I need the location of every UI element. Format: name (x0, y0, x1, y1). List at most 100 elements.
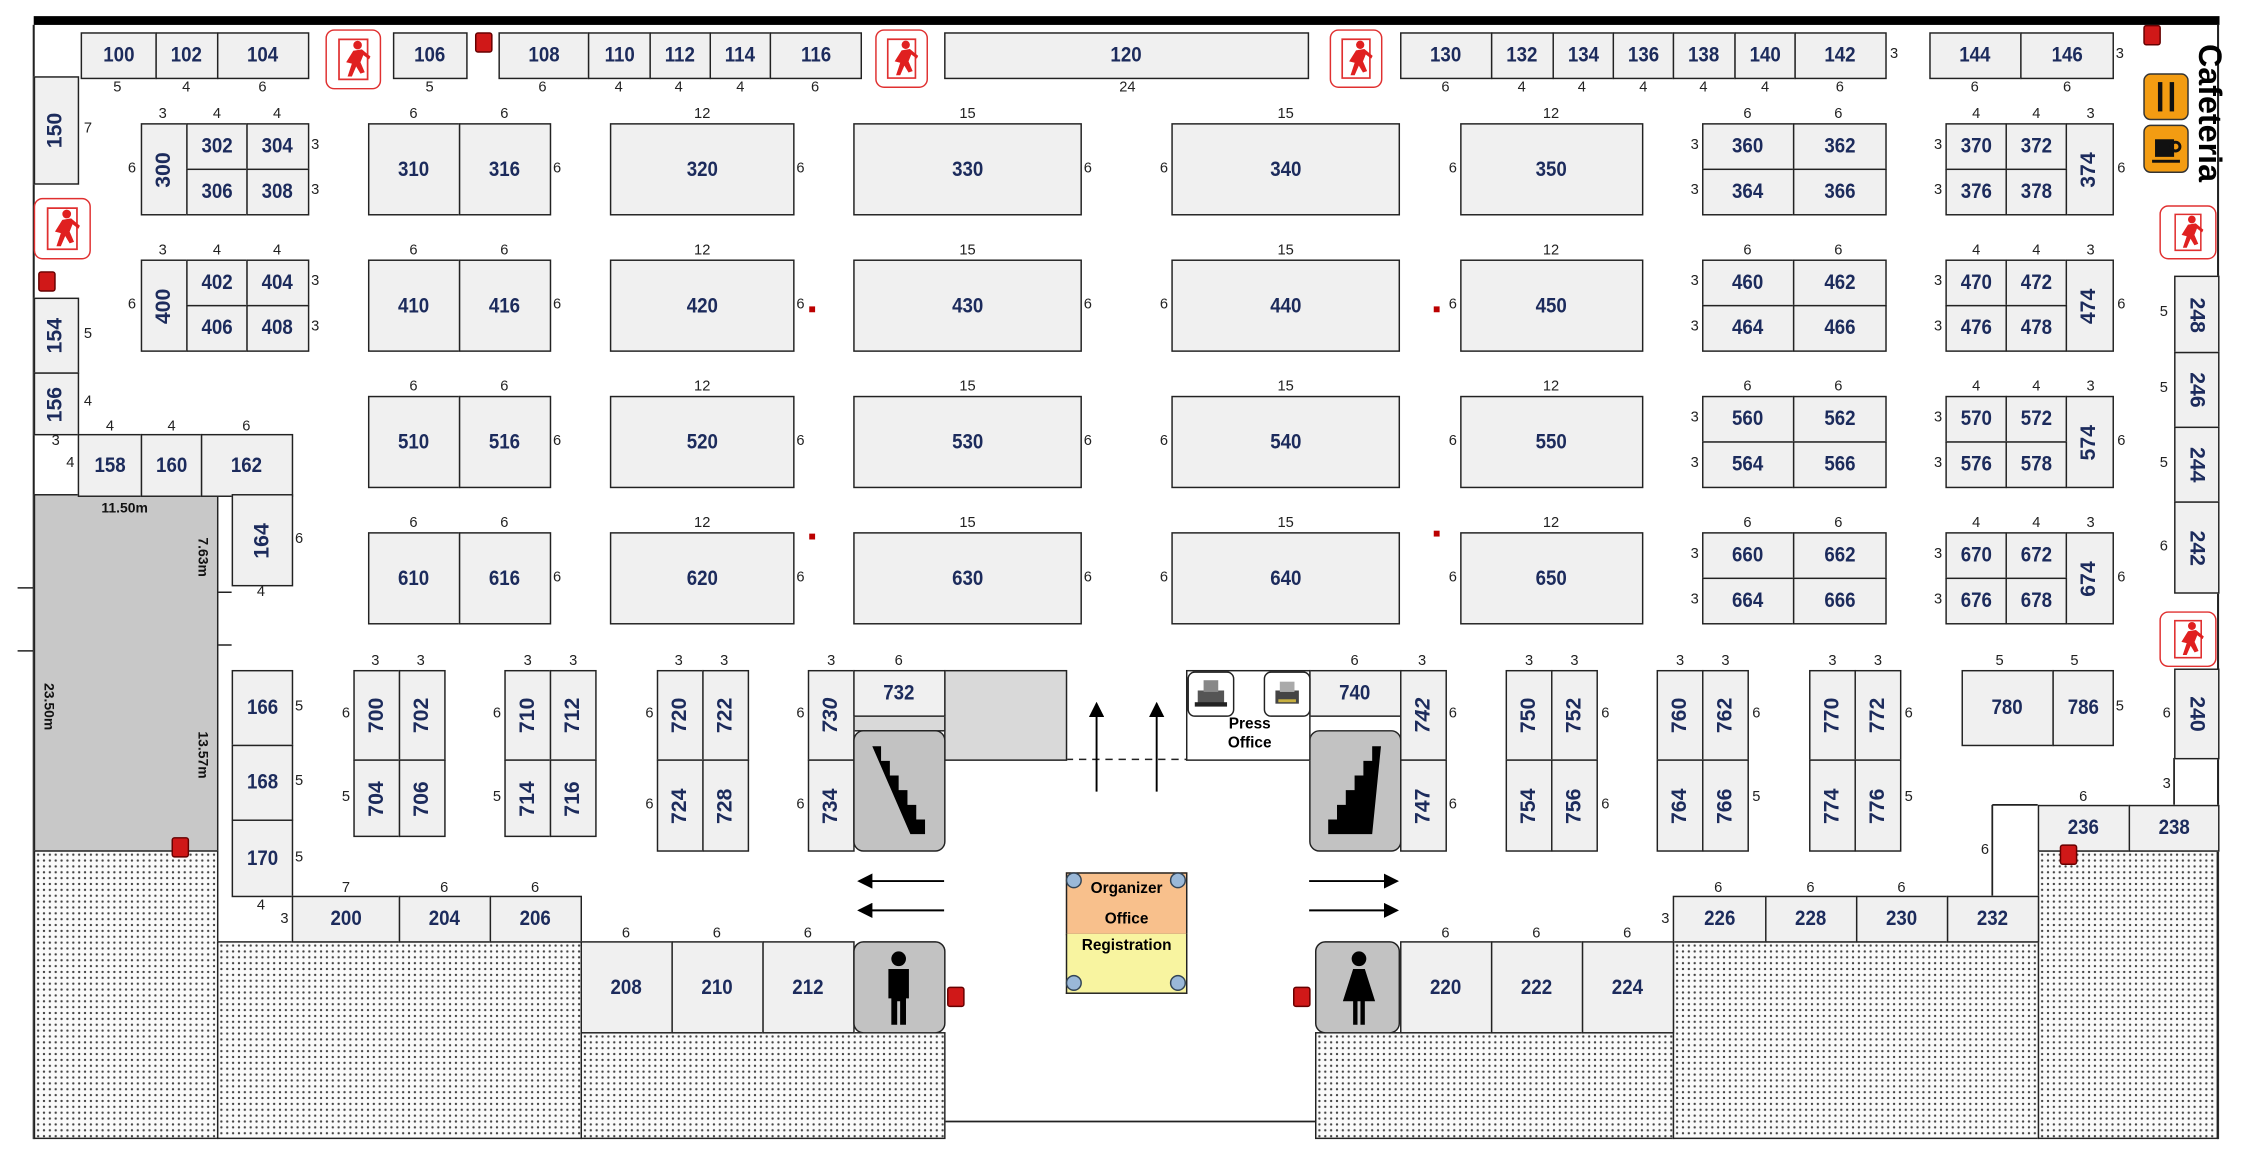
booth-570[interactable]: 570 (1945, 395, 2007, 443)
booth-476[interactable]: 476 (1945, 304, 2007, 352)
booth-752[interactable]: 752 (1551, 669, 1598, 761)
booth-722[interactable]: 722 (702, 669, 750, 761)
booth-106[interactable]: 106 (392, 32, 468, 80)
booth-706[interactable]: 706 (398, 759, 446, 838)
booth-776[interactable]: 776 (1854, 759, 1902, 852)
booth-678[interactable]: 678 (2005, 577, 2068, 625)
booth-224[interactable]: 224 (1581, 941, 1675, 1034)
booth-306[interactable]: 306 (186, 168, 248, 216)
booth-160[interactable]: 160 (140, 433, 203, 497)
booth-146[interactable]: 146 (2020, 32, 2114, 80)
booth-460[interactable]: 460 (1702, 259, 1795, 307)
booth-666[interactable]: 666 (1792, 577, 1887, 625)
booth-572[interactable]: 572 (2005, 395, 2068, 443)
booth-720[interactable]: 720 (656, 669, 704, 761)
booth-366[interactable]: 366 (1792, 168, 1887, 216)
booth-704[interactable]: 704 (353, 759, 401, 838)
booth-112[interactable]: 112 (649, 32, 712, 80)
booth-204[interactable]: 204 (398, 895, 492, 943)
booth-150[interactable]: 150 (33, 76, 80, 185)
mens-restroom[interactable] (853, 941, 946, 1034)
booth-408[interactable]: 408 (246, 304, 310, 352)
booth-226[interactable]: 226 (1672, 895, 1767, 943)
booth-650[interactable]: 650 (1460, 532, 1644, 625)
booth-576[interactable]: 576 (1945, 441, 2007, 489)
booth-330[interactable]: 330 (853, 123, 1082, 216)
booth-764[interactable]: 764 (1656, 759, 1704, 852)
booth-222[interactable]: 222 (1490, 941, 1584, 1034)
booth-574[interactable]: 574 (2065, 395, 2114, 489)
booth-616[interactable]: 616 (458, 532, 552, 625)
booth-232[interactable]: 232 (1946, 895, 2040, 943)
booth-374[interactable]: 374 (2065, 123, 2114, 216)
booth-136[interactable]: 136 (1612, 32, 1675, 80)
booth-566[interactable]: 566 (1792, 441, 1887, 489)
booth-370[interactable]: 370 (1945, 123, 2007, 171)
booth-402[interactable]: 402 (186, 259, 248, 307)
booth-236[interactable]: 236 (2037, 804, 2131, 852)
booth-300[interactable]: 300 (140, 123, 188, 216)
booth-640[interactable]: 640 (1171, 532, 1401, 625)
booth-732[interactable]: 732 (853, 669, 946, 717)
booth-578[interactable]: 578 (2005, 441, 2068, 489)
booth-164[interactable]: 164 (231, 494, 294, 587)
booth-364[interactable]: 364 (1702, 168, 1795, 216)
booth-540[interactable]: 540 (1171, 395, 1401, 489)
booth-780[interactable]: 780 (1961, 669, 2054, 747)
booth-762[interactable]: 762 (1702, 669, 1749, 761)
booth-406[interactable]: 406 (186, 304, 248, 352)
booth-116[interactable]: 116 (769, 32, 863, 80)
booth-564[interactable]: 564 (1702, 441, 1795, 489)
womens-restroom[interactable] (1315, 941, 1401, 1034)
booth-550[interactable]: 550 (1460, 395, 1644, 489)
booth-560[interactable]: 560 (1702, 395, 1795, 443)
booth-530[interactable]: 530 (853, 395, 1082, 489)
booth-170[interactable]: 170 (231, 819, 294, 898)
booth-200[interactable]: 200 (291, 895, 401, 943)
booth-162[interactable]: 162 (200, 433, 294, 497)
booth-742[interactable]: 742 (1400, 669, 1447, 761)
booth-138[interactable]: 138 (1672, 32, 1736, 80)
press-office[interactable]: Press Office (1185, 669, 1311, 761)
booth-472[interactable]: 472 (2005, 259, 2068, 307)
booth-230[interactable]: 230 (1855, 895, 1949, 943)
booth-154[interactable]: 154 (33, 297, 80, 374)
booth-672[interactable]: 672 (2005, 532, 2068, 580)
booth-620[interactable]: 620 (609, 532, 795, 625)
booth-104[interactable]: 104 (216, 32, 310, 80)
booth-416[interactable]: 416 (458, 259, 552, 352)
registration-desk[interactable]: Registration (1065, 933, 1188, 994)
booth-664[interactable]: 664 (1702, 577, 1795, 625)
booth-466[interactable]: 466 (1792, 304, 1887, 352)
booth-378[interactable]: 378 (2005, 168, 2068, 216)
booth-510[interactable]: 510 (367, 395, 461, 489)
booth-238[interactable]: 238 (2128, 804, 2220, 852)
booth-310[interactable]: 310 (367, 123, 461, 216)
booth-144[interactable]: 144 (1929, 32, 2022, 80)
booth-308[interactable]: 308 (246, 168, 310, 216)
booth-142[interactable]: 142 (1794, 32, 1887, 80)
booth-670[interactable]: 670 (1945, 532, 2007, 580)
booth-134[interactable]: 134 (1552, 32, 1615, 80)
booth-376[interactable]: 376 (1945, 168, 2007, 216)
booth-478[interactable]: 478 (2005, 304, 2068, 352)
booth-206[interactable]: 206 (489, 895, 583, 943)
booth-760[interactable]: 760 (1656, 669, 1704, 761)
booth-766[interactable]: 766 (1702, 759, 1749, 852)
booth-360[interactable]: 360 (1702, 123, 1795, 171)
booth-470[interactable]: 470 (1945, 259, 2007, 307)
booth-350[interactable]: 350 (1460, 123, 1644, 216)
booth-302[interactable]: 302 (186, 123, 248, 171)
booth-420[interactable]: 420 (609, 259, 795, 352)
booth-168[interactable]: 168 (231, 744, 294, 821)
booth-464[interactable]: 464 (1702, 304, 1795, 352)
booth-786[interactable]: 786 (2052, 669, 2114, 747)
booth-158[interactable]: 158 (77, 433, 143, 497)
booth-400[interactable]: 400 (140, 259, 188, 352)
booth-102[interactable]: 102 (155, 32, 219, 80)
booth-228[interactable]: 228 (1765, 895, 1858, 943)
booth-166[interactable]: 166 (231, 669, 294, 747)
booth-516[interactable]: 516 (458, 395, 552, 489)
booth-734[interactable]: 734 (807, 759, 855, 852)
booth-316[interactable]: 316 (458, 123, 552, 216)
